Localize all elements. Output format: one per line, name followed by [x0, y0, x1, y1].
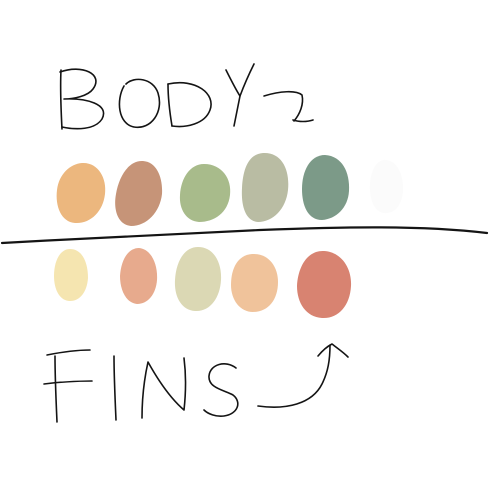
body-swatch-2 [115, 160, 163, 226]
fins-swatch-4 [231, 253, 278, 312]
body-swatch-6 [369, 159, 404, 214]
fins-swatch-2 [120, 248, 158, 304]
body-handwritten-lettering [59, 63, 314, 130]
body-swatch-3 [179, 164, 231, 222]
body-swatch-1 [56, 162, 106, 224]
fins-swatch-3 [174, 247, 222, 312]
body-swatch-4 [241, 152, 289, 222]
body-swatch-5 [302, 155, 350, 220]
fins-handwritten-lettering [43, 343, 349, 423]
fins-swatch-1 [54, 249, 88, 301]
fins-palette [54, 247, 352, 319]
body-palette [56, 152, 404, 226]
divider-line [0, 226, 489, 245]
fins-swatch-5 [297, 250, 352, 319]
